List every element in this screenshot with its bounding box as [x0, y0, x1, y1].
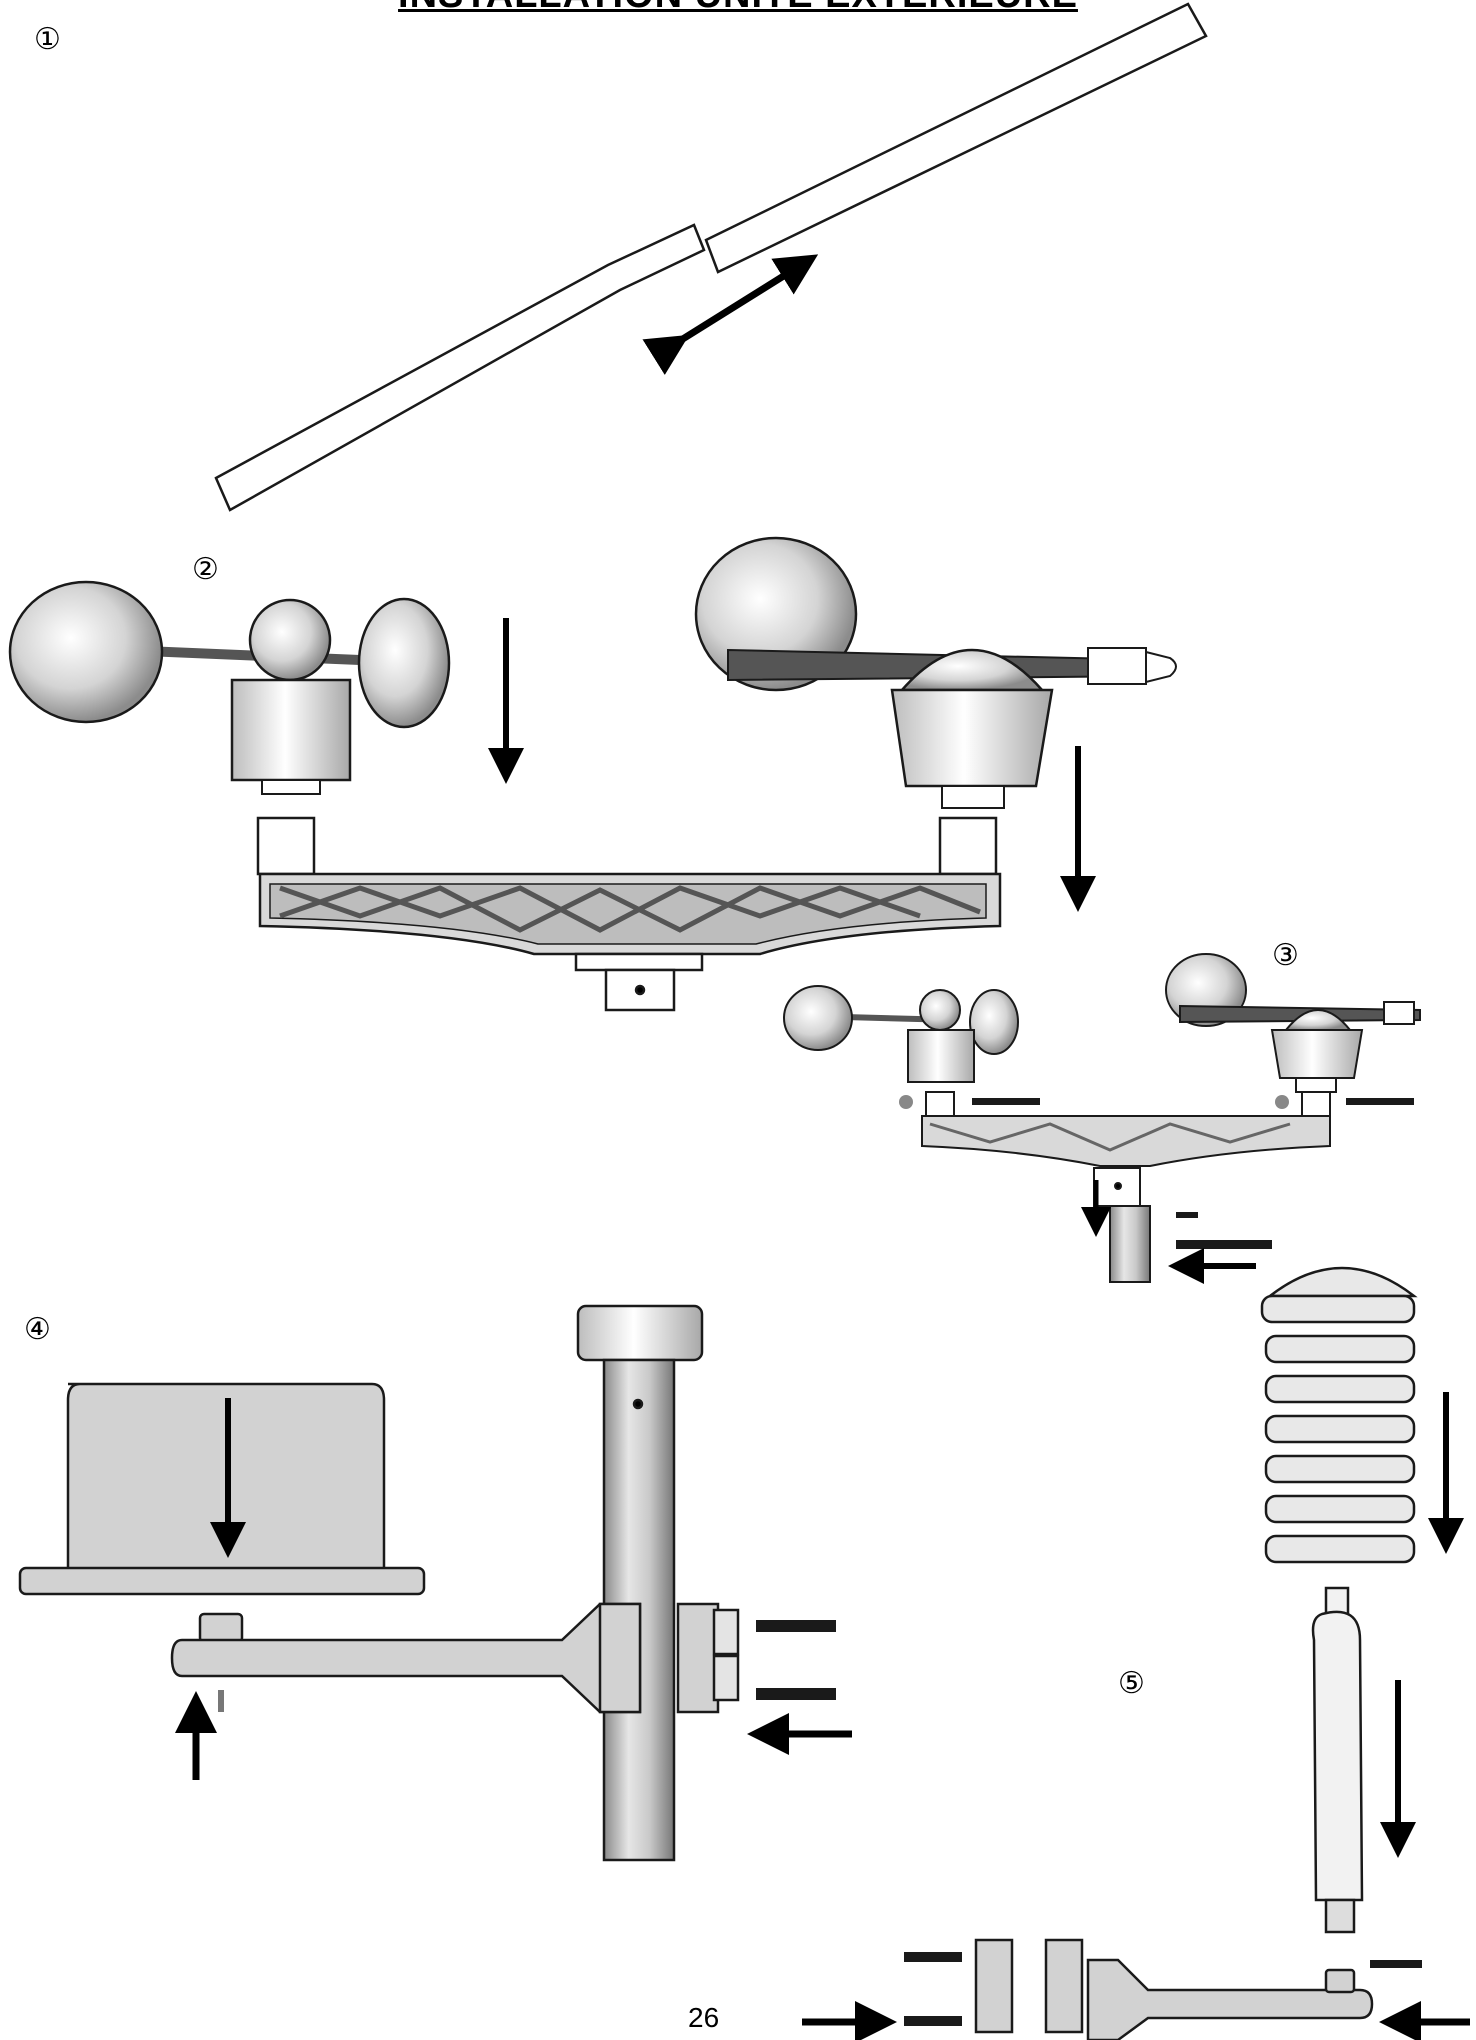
step-4-label: ④ [24, 1312, 51, 1347]
page-title: INSTALLATION UNITE EXTERIEURE [0, 0, 1476, 17]
slide-double-arrow [642, 254, 819, 375]
step-3-screws [899, 1095, 1414, 1249]
page-number: 26 [688, 2002, 720, 2033]
assembled-sensor-arm-small [783, 953, 1421, 1283]
step-5-label: ⑤ [1118, 1666, 1145, 1701]
radiation-shield [1260, 1266, 1418, 1564]
anemometer-large [8, 580, 451, 795]
mounting-bracket-step-5 [974, 1938, 1374, 2040]
mast-pole-main [576, 1304, 704, 1862]
step-2-label: ② [192, 552, 219, 587]
thermo-hygro-sensor [1311, 1586, 1364, 1934]
step-1-label: ① [34, 22, 61, 57]
mounting-bracket-step-4 [170, 1602, 740, 1714]
transmitter-housing [18, 1382, 426, 1596]
cross-arm-large [256, 816, 1002, 1012]
mast-tubes [214, 2, 1208, 512]
wind-vane-large [694, 536, 1177, 809]
step-3-label: ③ [1272, 938, 1299, 973]
bolts-step-5 [904, 1952, 1422, 2026]
bolts-step-4 [218, 1620, 836, 1712]
